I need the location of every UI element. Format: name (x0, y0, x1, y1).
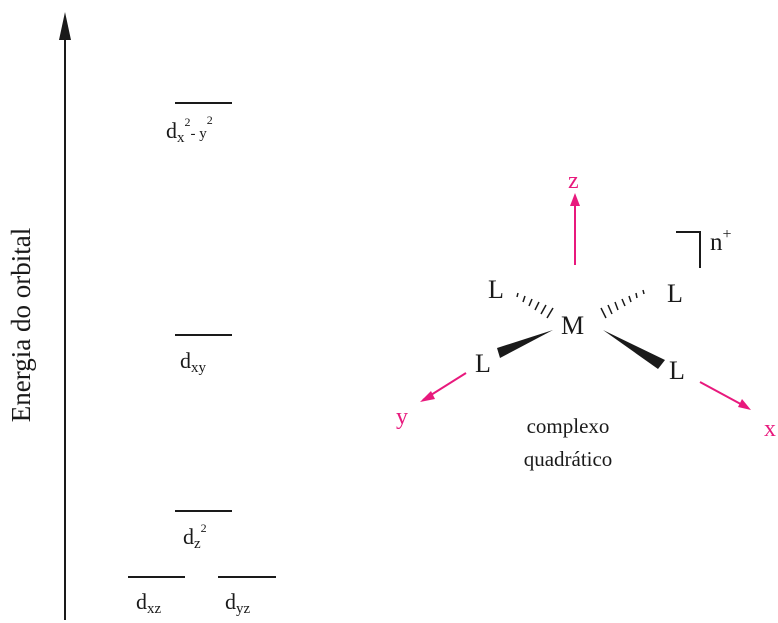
orbital-dxz: dxz (128, 576, 185, 617)
orbital-dxy: dxy (175, 334, 232, 376)
ligand-top-right: L (667, 279, 683, 308)
orbital-dz2: dz2 (175, 510, 232, 552)
orbital-base-letter: d (166, 118, 177, 143)
z-axis-label: z (568, 168, 579, 194)
orbital-dyz: dyz (218, 576, 276, 617)
ligand-bottom-left: L (475, 349, 491, 378)
energy-axis-arrowhead (59, 12, 71, 40)
svg-text:dxz: dxz (136, 589, 162, 617)
wedge-bond-left (497, 330, 553, 358)
ligand-top-left: L (488, 275, 504, 304)
wedge-bond-right (603, 330, 665, 369)
energy-axis-label: Energia do orbital (6, 228, 36, 422)
square-planar-complex: z y x M L (396, 168, 776, 471)
svg-text:dx2- y2: dx2- y2 (166, 113, 213, 146)
charge-bracket (676, 231, 701, 268)
hashed-bond-right (600, 289, 645, 319)
metal-atom: M (561, 311, 584, 340)
x-axis-label: x (764, 416, 776, 442)
complex-caption-line2: quadrático (524, 447, 613, 471)
charge-label: n+ (710, 226, 732, 256)
orbital-dx2-y2: dx2- y2 (166, 102, 232, 146)
svg-text:dz2: dz2 (183, 521, 207, 552)
y-axis-label: y (396, 404, 408, 430)
hashed-bond-left (516, 292, 554, 319)
svg-text:dxy: dxy (180, 348, 207, 376)
ligand-bottom-right: L (669, 356, 685, 385)
complex-caption-line1: complexo (527, 414, 610, 438)
svg-text:dyz: dyz (225, 589, 251, 617)
